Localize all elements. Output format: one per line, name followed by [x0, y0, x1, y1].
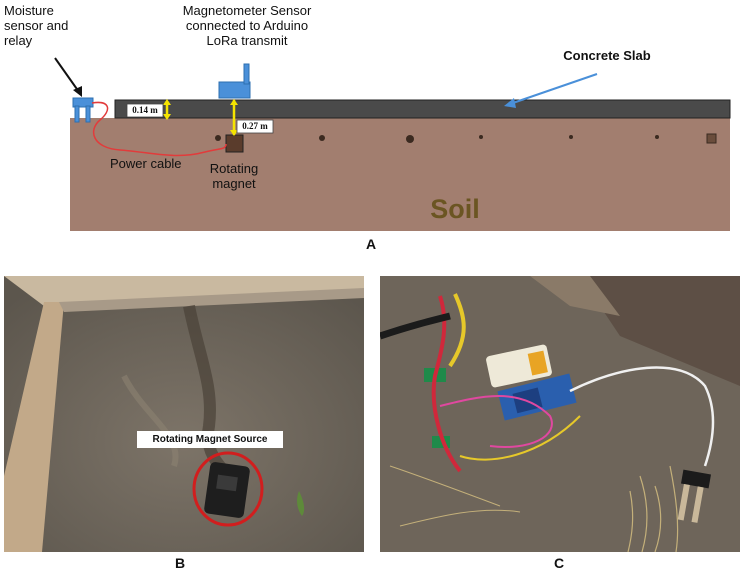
- dim-depth-box: [236, 119, 274, 134]
- panel-c-letter: C: [554, 555, 565, 571]
- panel-b-photo: Rotating Magnet Source: [4, 276, 364, 552]
- dim-slab-label: 0.14 m: [132, 105, 158, 115]
- panel-a-diagram: [54, 57, 731, 231]
- moisture-sensor-prong: [85, 105, 91, 123]
- callout-box: [137, 431, 283, 448]
- sensor-hole: [319, 135, 325, 141]
- dim-slab-arrowhead: [163, 99, 171, 105]
- sensor-hole: [569, 135, 573, 139]
- panel-b-letter: B: [175, 555, 186, 571]
- wall: [580, 276, 740, 386]
- dim-depth-arrowhead: [230, 130, 238, 136]
- wire-pink: [439, 395, 553, 448]
- dim-depth-arrowhead: [230, 99, 238, 105]
- concrete-pointer-line: [509, 73, 598, 105]
- wire-red: [431, 295, 462, 473]
- power-cable: [91, 101, 227, 157]
- moisture-sensor-prong: [74, 105, 80, 123]
- rotating-magnet-label: Rotating magnet: [209, 161, 259, 191]
- wood-frame-left: [4, 302, 64, 552]
- panel-c-photo: [380, 276, 740, 552]
- panel-a: Moisture sensor and relay Magnetometer S…: [0, 0, 743, 255]
- power-cable-label: Power cable: [110, 156, 182, 171]
- soil-label: Soil: [430, 194, 480, 224]
- moisture-probe-head: [680, 469, 712, 489]
- wire-black: [380, 312, 451, 340]
- concrete-pointer-head: [504, 98, 516, 108]
- wire-white: [569, 366, 715, 467]
- moisture-probe-prong: [691, 486, 704, 523]
- dim-slab-box: [126, 103, 164, 118]
- magnetometer-body: [218, 81, 251, 99]
- concrete-slab: [114, 99, 731, 119]
- sensor-hole: [706, 133, 717, 144]
- magnetometer-label: Magnetometer Sensor connected to Arduino…: [182, 3, 312, 48]
- concrete-label: Concrete Slab: [563, 48, 651, 63]
- wood-frame-inner-top: [59, 288, 364, 312]
- rotating-magnet-box: [225, 134, 244, 153]
- sensor-hole: [406, 135, 414, 143]
- soil-block: [70, 118, 730, 231]
- dim-depth-label: 0.27 m: [242, 121, 268, 131]
- panel-c-scene: [380, 276, 740, 552]
- magnet-callout-label: Rotating Magnet Source: [152, 434, 268, 445]
- moisture-pointer-line: [54, 57, 80, 93]
- panel-a-letter: A: [366, 236, 377, 252]
- moisture-probe-prong: [677, 483, 690, 521]
- sensor-hole: [215, 135, 221, 141]
- moisture-label: Moisture sensor and relay: [4, 3, 69, 48]
- wood-frame-top: [4, 276, 364, 306]
- sensor-hole: [655, 135, 659, 139]
- panel-b-scene: [4, 276, 364, 552]
- magnet-highlight-circle: [192, 451, 264, 527]
- wire-yellow: [448, 293, 466, 368]
- wire-yellow: [459, 415, 581, 461]
- moisture-pointer-head: [73, 86, 82, 97]
- dim-slab-arrowhead: [163, 114, 171, 120]
- magnetometer-antenna: [243, 63, 250, 85]
- sensor-hole: [479, 135, 483, 139]
